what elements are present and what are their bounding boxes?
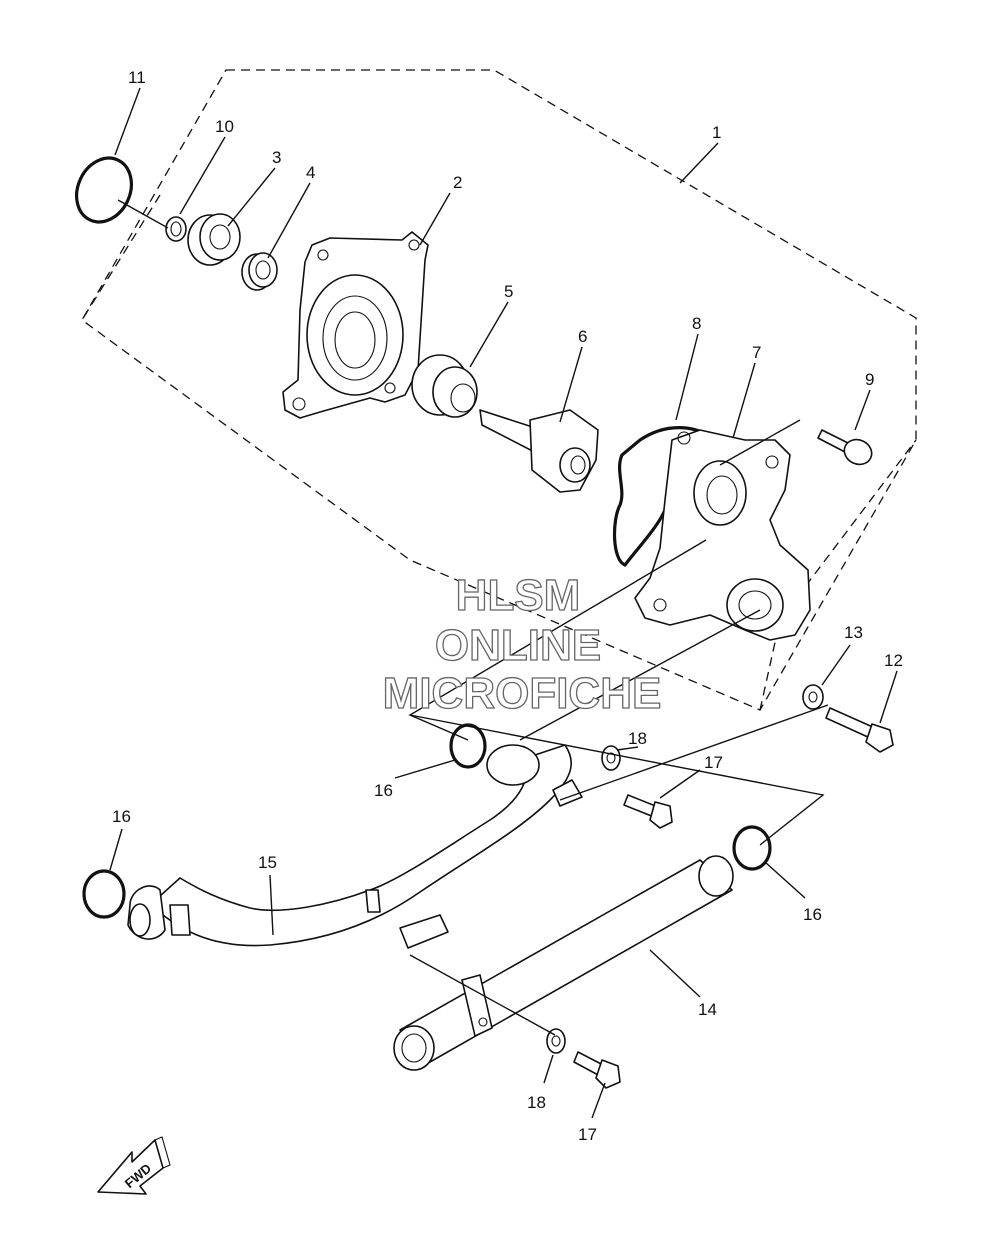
callout-4: 4 bbox=[306, 163, 315, 182]
callout-6: 6 bbox=[578, 327, 587, 346]
callout-13: 13 bbox=[844, 623, 863, 642]
part-16-o-ring-upper[interactable] bbox=[449, 723, 487, 769]
callout-17-lower: 17 bbox=[578, 1125, 597, 1144]
watermark-line-3: MICROFICHE bbox=[383, 669, 662, 718]
leader-lines bbox=[109, 87, 898, 1119]
callout-16-upper: 16 bbox=[374, 781, 393, 800]
part-3-bearing[interactable] bbox=[187, 213, 241, 266]
part-12-bolt[interactable] bbox=[825, 707, 894, 753]
part-11-o-ring[interactable] bbox=[66, 149, 141, 231]
part-10-circlip[interactable] bbox=[165, 216, 187, 242]
callout-12: 12 bbox=[884, 651, 903, 670]
watermark: HLSM ONLINE MICROFICHE bbox=[382, 570, 662, 718]
part-17-bolt-lower[interactable] bbox=[573, 1051, 621, 1089]
watermark-line-1: HLSM bbox=[456, 571, 581, 620]
callout-18-lower: 18 bbox=[527, 1093, 546, 1112]
callout-16-right: 16 bbox=[803, 905, 822, 924]
part-15-pipe[interactable] bbox=[127, 744, 583, 949]
callout-9: 9 bbox=[865, 370, 874, 389]
part-17-bolt-upper[interactable] bbox=[623, 794, 673, 829]
part-5-mechanical-seal[interactable] bbox=[411, 354, 478, 418]
callout-16-left: 16 bbox=[112, 807, 131, 826]
fwd-arrow-icon: FWD bbox=[97, 1136, 171, 1195]
part-16-o-ring-left[interactable] bbox=[82, 869, 126, 919]
callout-1: 1 bbox=[712, 123, 721, 142]
callout-7: 7 bbox=[752, 343, 761, 362]
callout-5: 5 bbox=[504, 282, 513, 301]
callout-8: 8 bbox=[692, 314, 701, 333]
assembly-boundary-inner bbox=[81, 194, 161, 321]
callout-15: 15 bbox=[258, 853, 277, 872]
part-14-pipe[interactable] bbox=[393, 855, 734, 1071]
part-18-washer-lower[interactable] bbox=[546, 1028, 566, 1054]
callout-labels: 1 2 3 4 5 6 7 8 9 10 11 12 13 14 15 16 1… bbox=[112, 68, 903, 1144]
watermark-line-2: ONLINE bbox=[435, 621, 601, 670]
part-4-oil-seal[interactable] bbox=[241, 252, 278, 291]
part-2-pump-housing[interactable] bbox=[282, 231, 429, 419]
callout-3: 3 bbox=[272, 148, 281, 167]
callout-17-upper: 17 bbox=[704, 753, 723, 772]
assembly-boundary bbox=[81, 69, 917, 711]
part-7-pump-cover[interactable] bbox=[634, 429, 811, 641]
part-16-o-ring-right[interactable] bbox=[732, 825, 772, 871]
callout-2: 2 bbox=[453, 173, 462, 192]
part-13-washer[interactable] bbox=[802, 684, 824, 710]
callout-10: 10 bbox=[215, 117, 234, 136]
part-9-bolt[interactable] bbox=[817, 429, 876, 469]
part-6-impeller-shaft[interactable] bbox=[479, 409, 599, 493]
callout-14: 14 bbox=[698, 1000, 717, 1019]
part-18-washer-upper[interactable] bbox=[601, 745, 621, 771]
callout-11: 11 bbox=[128, 68, 146, 87]
callout-18-upper: 18 bbox=[628, 729, 647, 748]
